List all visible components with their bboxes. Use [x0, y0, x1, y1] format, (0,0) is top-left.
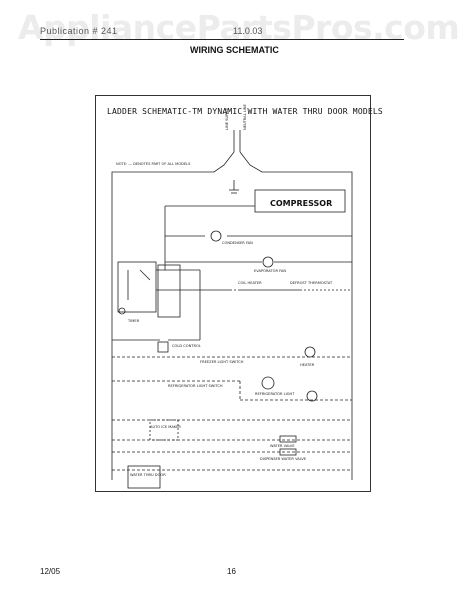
- header-date-code: 11.0.03: [233, 26, 263, 36]
- dispenser-water-valve-label: DISPENSER WATER VALVE: [260, 457, 307, 461]
- neutral-line-label: NEUTRAL LINE: [243, 104, 247, 130]
- header-rule: [40, 39, 404, 40]
- publication-number: Publication # 241: [40, 26, 118, 36]
- cold-control-label: COLD CONTROL: [172, 344, 201, 348]
- page-title: WIRING SCHEMATIC: [190, 45, 279, 55]
- schematic-frame: [95, 95, 371, 492]
- defrost-thermostat-label: DEFROST THERMOSTAT: [290, 281, 333, 285]
- heater-label: HEATER: [300, 363, 315, 367]
- refrigerator-light-label: REFRIGERATOR LIGHT: [255, 392, 295, 396]
- freezer-light-switch-label: FREEZER LIGHT SWITCH: [200, 360, 244, 364]
- compressor-label: COMPRESSOR: [270, 199, 332, 208]
- water-valve-label: WATER VALVE: [270, 444, 295, 448]
- coil-heater-label: COIL HEATER: [238, 281, 262, 285]
- page-number: 16: [227, 567, 236, 576]
- timer-label: TIMER: [127, 319, 140, 323]
- ice-maker-switch-label: AUTO ICE MAKER: [150, 425, 181, 429]
- note-label: NOTE: — DENOTES PART OF ALL MODELS: [116, 162, 191, 166]
- evaporator-fan-label: EVAPORATOR FAN: [254, 269, 286, 273]
- condenser-fan-label: CONDENSER FAN: [222, 241, 253, 245]
- watermark-text: AppliancePartsPros.com: [18, 8, 460, 47]
- footer-date: 12/05: [40, 567, 61, 576]
- line-supply-label: LINE SUPPLY: [225, 107, 229, 130]
- water-thru-door-label: WATER THRU DOOR: [130, 473, 166, 477]
- refrigerator-light-switch-label: REFRIGERATOR LIGHT SWITCH: [168, 384, 223, 388]
- schematic-title: LADDER SCHEMATIC-TM DYNAMIC WITH WATER T…: [107, 107, 383, 116]
